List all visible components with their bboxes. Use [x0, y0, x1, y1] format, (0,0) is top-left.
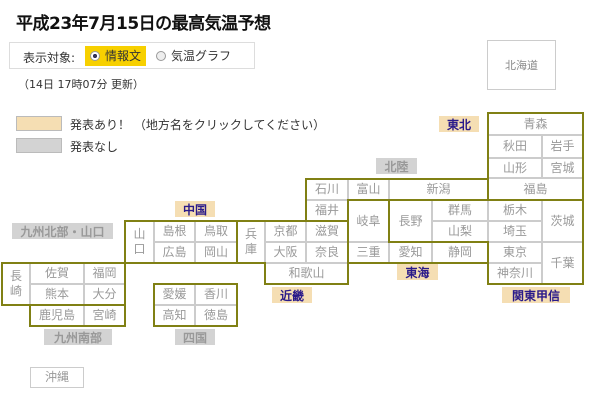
update-time: （14日 17時07分 更新） [18, 78, 144, 91]
prefecture-yamaguchi[interactable]: 山口 [125, 221, 154, 263]
prefecture-tochigi[interactable]: 栃木 [488, 200, 542, 221]
legend-swatch-issued [16, 116, 62, 131]
prefecture-fukushima[interactable]: 福島 [488, 178, 583, 200]
display-target-label: 表示対象: [23, 51, 76, 65]
prefecture-gunma[interactable]: 群馬 [432, 200, 488, 221]
region-label-hokuriku: 北陸 [376, 158, 417, 174]
prefecture-okinawa[interactable]: 沖縄 [30, 367, 84, 388]
prefecture-kagawa[interactable]: 香川 [195, 284, 237, 305]
prefecture-osaka[interactable]: 大阪 [265, 242, 306, 263]
prefecture-saitama[interactable]: 埼玉 [488, 221, 542, 242]
prefecture-kyoto[interactable]: 京都 [265, 221, 306, 242]
region-label-chugoku[interactable]: 中国 [175, 201, 215, 217]
prefecture-yamagata[interactable]: 山形 [488, 158, 542, 178]
region-label-kyushu_north: 九州北部・山口 [12, 223, 113, 239]
legend-none-label: 発表なし [70, 140, 119, 154]
prefecture-ishikawa[interactable]: 石川 [306, 179, 348, 200]
prefecture-yamanashi[interactable]: 山梨 [432, 221, 488, 242]
prefecture-nagasaki[interactable]: 長崎 [2, 263, 30, 305]
prefecture-wakayama[interactable]: 和歌山 [265, 263, 348, 284]
prefecture-kanagawa[interactable]: 神奈川 [488, 263, 542, 284]
prefecture-fukuoka[interactable]: 福岡 [84, 263, 125, 284]
option-label: 気温グラフ [171, 49, 232, 63]
prefecture-hiroshima[interactable]: 広島 [154, 242, 195, 263]
prefecture-toyama[interactable]: 富山 [348, 179, 389, 200]
prefecture-shimane[interactable]: 島根 [154, 221, 195, 242]
prefecture-niigata[interactable]: 新潟 [389, 179, 488, 200]
region-label-shikoku: 四国 [175, 329, 215, 345]
region-hokkaido[interactable]: 北海道 [487, 40, 556, 90]
legend-swatch-none [16, 138, 62, 153]
prefecture-hyogo[interactable]: 兵庫 [237, 221, 265, 263]
region-label-tohoku[interactable]: 東北 [439, 116, 479, 132]
prefecture-akita[interactable]: 秋田 [488, 135, 542, 158]
region-label-kanto[interactable]: 関東甲信 [502, 287, 570, 303]
option-label: 情報文 [105, 49, 142, 63]
option-info-text[interactable]: 情報文 [85, 46, 147, 66]
display-target-selector: 表示対象: 情報文 気温グラフ [9, 42, 255, 69]
radio-selected-icon[interactable] [90, 51, 100, 61]
prefecture-tottori[interactable]: 鳥取 [195, 221, 237, 242]
prefecture-nagano[interactable]: 長野 [389, 200, 432, 242]
prefecture-okayama[interactable]: 岡山 [195, 242, 237, 263]
prefecture-nara[interactable]: 奈良 [306, 242, 348, 263]
radio-icon[interactable] [156, 51, 166, 61]
prefecture-tokyo[interactable]: 東京 [488, 242, 542, 263]
prefecture-kumamoto[interactable]: 熊本 [30, 284, 84, 305]
prefecture-miyagi[interactable]: 宮城 [542, 158, 583, 178]
prefecture-shiga[interactable]: 滋賀 [306, 221, 348, 242]
prefecture-ibaraki[interactable]: 茨城 [542, 200, 583, 242]
legend-issued-label: 発表あり！ （地方名をクリックしてください） [70, 118, 326, 132]
prefecture-mie[interactable]: 三重 [348, 242, 389, 263]
prefecture-kagoshima[interactable]: 鹿児島 [30, 305, 84, 326]
prefecture-miyazaki[interactable]: 宮崎 [84, 305, 125, 326]
prefecture-kochi[interactable]: 高知 [154, 305, 195, 326]
prefecture-iwate[interactable]: 岩手 [542, 135, 583, 158]
page-title: 平成23年7月15日の最高気温予想 [16, 14, 271, 34]
prefecture-oita[interactable]: 大分 [84, 284, 125, 305]
option-temp-graph[interactable]: 気温グラフ [156, 46, 231, 66]
prefecture-tokushima[interactable]: 徳島 [195, 305, 237, 326]
prefecture-chiba[interactable]: 千葉 [542, 242, 583, 284]
region-label-tokai[interactable]: 東海 [397, 264, 438, 280]
prefecture-aomori[interactable]: 青森 [488, 113, 583, 135]
prefecture-ehime[interactable]: 愛媛 [154, 284, 195, 305]
prefecture-saga[interactable]: 佐賀 [30, 263, 84, 284]
prefecture-gifu[interactable]: 岐阜 [348, 200, 389, 242]
region-label-kinki[interactable]: 近畿 [272, 287, 312, 303]
region-label-kyushu_south: 九州南部 [44, 329, 112, 345]
prefecture-aichi[interactable]: 愛知 [389, 242, 432, 263]
prefecture-fukui[interactable]: 福井 [306, 200, 348, 221]
prefecture-shizuoka[interactable]: 静岡 [432, 242, 488, 263]
